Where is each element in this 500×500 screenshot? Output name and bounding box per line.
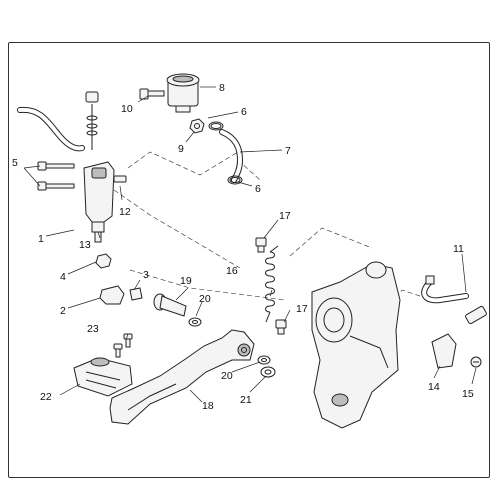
reservoir-bolt xyxy=(139,88,165,100)
callout-18: 18 xyxy=(202,400,214,412)
switch-bracket xyxy=(431,333,457,369)
fluid-reservoir xyxy=(166,73,200,113)
callout-10: 10 xyxy=(121,103,133,115)
callout-14: 14 xyxy=(428,381,440,393)
caliper-bracket-assembly xyxy=(311,261,401,429)
callout-1: 1 xyxy=(38,233,44,245)
callout-6-lower: 6 xyxy=(255,183,261,195)
callout-3: 3 xyxy=(143,269,149,281)
return-spring xyxy=(265,245,279,323)
pedal-pivot-bolt xyxy=(153,293,187,317)
reservoir-hose xyxy=(219,129,243,183)
spring-anchor-bolt-lower xyxy=(275,319,287,335)
callout-7: 7 xyxy=(285,145,291,157)
pedal-washers xyxy=(257,355,276,378)
mounting-bolts xyxy=(37,161,75,191)
callout-13: 13 xyxy=(79,239,91,251)
callout-labels: 8 10 6 9 7 6 5 12 1 13 4 3 2 19 20 23 22… xyxy=(12,82,474,412)
callout-2: 2 xyxy=(60,305,66,317)
brake-light-switch xyxy=(421,275,487,325)
hose-nut xyxy=(189,118,205,134)
callout-21: 21 xyxy=(240,394,252,406)
callout-6-upper: 6 xyxy=(241,106,247,118)
callout-12: 12 xyxy=(119,206,131,218)
callout-8: 8 xyxy=(219,82,225,94)
leader-lines xyxy=(23,86,477,403)
callout-22: 22 xyxy=(40,391,52,403)
spring-anchor-bolt-upper xyxy=(255,237,267,253)
switch-bracket-screw xyxy=(470,356,482,368)
diagram-frame xyxy=(8,42,490,478)
callout-17-upper: 17 xyxy=(279,210,291,222)
hose-clamp-upper xyxy=(208,121,224,131)
adjuster-nut xyxy=(95,253,112,269)
callout-5: 5 xyxy=(12,157,18,169)
callout-17-lower: 17 xyxy=(296,303,308,315)
brake-line xyxy=(17,91,99,152)
callout-23: 23 xyxy=(87,323,99,335)
foot-peg xyxy=(73,357,133,397)
callout-19: 19 xyxy=(180,275,192,287)
callout-20-upper: 20 xyxy=(199,293,211,305)
callout-11: 11 xyxy=(453,243,464,255)
callout-15: 15 xyxy=(462,388,474,400)
pivot-washer-upper xyxy=(188,317,202,327)
foot-peg-screws xyxy=(113,333,133,358)
brake-pedal xyxy=(109,329,255,425)
master-cylinder xyxy=(83,161,127,243)
hose-clamp-lower xyxy=(227,175,243,185)
pushrod-clevis xyxy=(99,285,143,305)
callout-16: 16 xyxy=(226,265,238,277)
callout-4: 4 xyxy=(60,271,66,283)
callout-20-lower: 20 xyxy=(221,370,233,382)
callout-9: 9 xyxy=(178,143,184,155)
